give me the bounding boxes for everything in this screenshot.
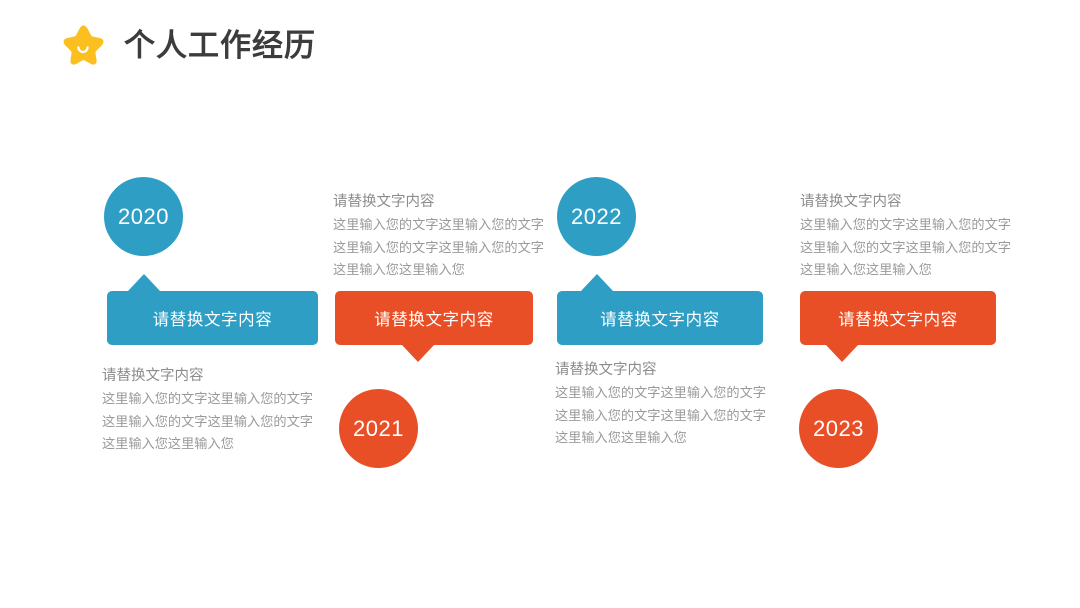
description-body: 这里输入您的文字这里输入您的文字这里输入您的文字这里输入您的文字这里输入您这里输… [333, 217, 544, 278]
timeline-item-2021: 请替换文字内容 这里输入您的文字这里输入您的文字这里输入您的文字这里输入您的文字… [325, 170, 575, 500]
page-title: 个人工作经历 [124, 27, 316, 63]
callout-bar-2023[interactable]: 请替换文字内容 [800, 291, 996, 345]
callout-bar-label: 请替换文字内容 [838, 311, 958, 329]
year-circle-2020[interactable]: 2020 [104, 177, 183, 256]
description-2020: 请替换文字内容 这里输入您的文字这里输入您的文字这里输入您的文字这里输入您的文字… [102, 366, 317, 456]
callout-pointer-up [581, 274, 613, 291]
callout-bar-2020[interactable]: 请替换文字内容 [107, 291, 318, 345]
description-heading: 请替换文字内容 [333, 194, 435, 210]
timeline-item-2020: 2020 请替换文字内容 请替换文字内容 这里输入您的文字这里输入您的文字这里输… [95, 170, 345, 500]
description-heading: 请替换文字内容 [555, 362, 657, 378]
description-body: 这里输入您的文字这里输入您的文字这里输入您的文字这里输入您的文字这里输入您这里输… [102, 391, 313, 452]
slide-header: 个人工作经历 [60, 22, 316, 68]
timeline-item-2023: 请替换文字内容 这里输入您的文字这里输入您的文字这里输入您的文字这里输入您的文字… [790, 170, 1040, 500]
description-2023: 请替换文字内容 这里输入您的文字这里输入您的文字这里输入您的文字这里输入您的文字… [800, 192, 1022, 282]
description-heading: 请替换文字内容 [800, 194, 902, 210]
callout-pointer-down [402, 345, 434, 362]
callout-bar-2022[interactable]: 请替换文字内容 [557, 291, 763, 345]
callout-pointer-down [826, 345, 858, 362]
description-body: 这里输入您的文字这里输入您的文字这里输入您的文字这里输入您的文字这里输入您这里输… [555, 385, 766, 446]
description-body: 这里输入您的文字这里输入您的文字这里输入您的文字这里输入您的文字这里输入您这里输… [800, 217, 1011, 278]
timeline-item-2022: 2022 请替换文字内容 请替换文字内容 这里输入您的文字这里输入您的文字这里输… [545, 170, 795, 500]
year-label: 2020 [118, 203, 169, 229]
callout-bar-label: 请替换文字内容 [600, 311, 720, 329]
callout-pointer-up [128, 274, 160, 291]
star-icon [60, 22, 106, 68]
description-heading: 请替换文字内容 [102, 368, 204, 384]
year-circle-2022[interactable]: 2022 [557, 177, 636, 256]
year-label: 2022 [571, 203, 622, 229]
year-circle-2023[interactable]: 2023 [799, 389, 878, 468]
year-label: 2023 [813, 415, 864, 441]
description-2022: 请替换文字内容 这里输入您的文字这里输入您的文字这里输入您的文字这里输入您的文字… [555, 360, 770, 450]
year-label: 2021 [353, 415, 404, 441]
year-circle-2021[interactable]: 2021 [339, 389, 418, 468]
callout-bar-label: 请替换文字内容 [374, 311, 494, 329]
callout-bar-label: 请替换文字内容 [152, 311, 273, 329]
callout-bar-2021[interactable]: 请替换文字内容 [335, 291, 533, 345]
description-2021: 请替换文字内容 这里输入您的文字这里输入您的文字这里输入您的文字这里输入您的文字… [333, 192, 548, 282]
